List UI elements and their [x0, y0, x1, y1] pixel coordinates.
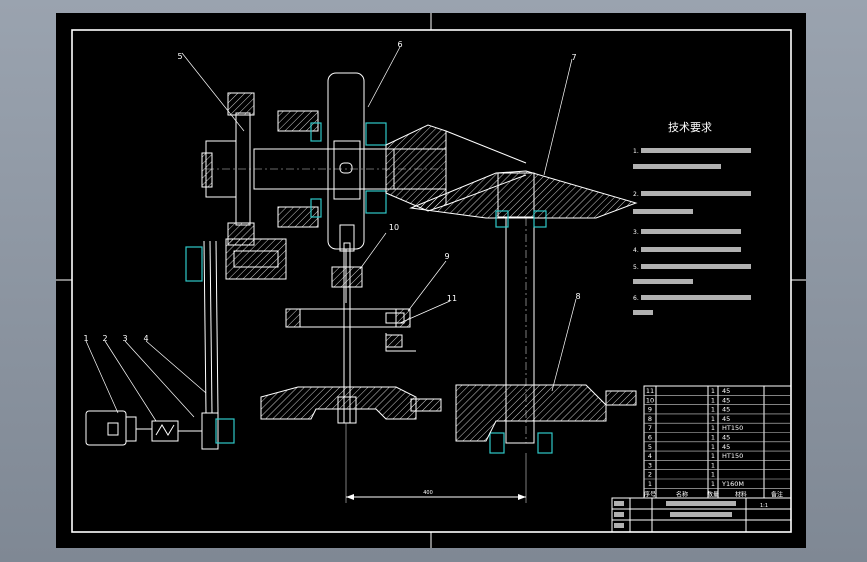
bom-cell-qty: 1	[711, 480, 715, 488]
balloon-10: 10	[389, 223, 399, 232]
bom-cell-material: 45	[722, 387, 730, 395]
bom-cell-qty: 1	[711, 406, 715, 414]
balloon-5: 5	[177, 52, 182, 61]
tech-req-4: 4.	[633, 247, 639, 254]
balloon-1: 1	[83, 334, 88, 343]
tech-req-title: 技术要求	[668, 121, 712, 134]
bom-cell-no: 2	[648, 471, 652, 479]
bom-header-qty: 数量	[707, 490, 719, 498]
bom-cell-material: 45	[722, 415, 730, 423]
bom-header-no: 序号	[644, 490, 656, 498]
bom-cell-no: 3	[648, 461, 652, 469]
tech-req-6: 6.	[633, 295, 639, 302]
bom-cell-no: 7	[648, 424, 652, 432]
bom-cell-material: 45	[722, 396, 730, 404]
large-gear	[327, 72, 387, 303]
bom-cell-qty: 1	[711, 461, 715, 469]
bom-cell-qty: 1	[711, 396, 715, 404]
bom-cell-material: HT150	[722, 452, 743, 460]
vertical-shaft	[455, 210, 637, 454]
technical-requirements: 技术要求 1. 2. 3. 4. 5. 6.	[633, 121, 751, 315]
bom-cell-qty: 1	[711, 434, 715, 442]
bom-cell-qty: 1	[711, 443, 715, 451]
bom-cell-qty: 1	[711, 424, 715, 432]
balloon-9: 9	[444, 252, 449, 261]
bom-header-name: 名称	[676, 490, 688, 498]
balloon-11: 11	[447, 294, 457, 303]
part-balloons: 5 6 7 10 9 11 8 1 2 3 4	[83, 40, 581, 422]
bom-cell-qty: 1	[711, 415, 715, 423]
balloon-2: 2	[102, 334, 107, 343]
balloon-7: 7	[571, 53, 576, 62]
bom-cell-qty: 1	[711, 387, 715, 395]
bom-cell-qty: 1	[711, 471, 715, 479]
bom-cell-material: Y160M	[721, 480, 744, 488]
bom-cell-material: HT150	[722, 424, 743, 432]
bom-cell-no: 9	[648, 406, 652, 414]
bom-cell-no: 5	[648, 443, 652, 451]
assembly-drawing: 400 5 6 7 10 9 11 8 1 2 3 4 技术要求 1. 2. 3…	[56, 13, 806, 548]
tech-req-3: 3.	[633, 229, 639, 236]
balloon-3: 3	[122, 334, 127, 343]
bom-cell-no: 6	[648, 434, 652, 442]
motor-belt-drive	[85, 240, 235, 450]
pulley-shaft-assembly	[185, 92, 446, 282]
drawing-sheet: 400 5 6 7 10 9 11 8 1 2 3 4 技术要求 1. 2. 3…	[56, 13, 806, 548]
dimension-text: 400	[423, 490, 433, 496]
bom-cell-no: 11	[646, 387, 654, 395]
bom-cell-qty: 1	[711, 452, 715, 460]
bom-cell-no: 4	[648, 452, 652, 460]
bom-cell-no: 8	[648, 415, 652, 423]
bom-cell-no: 1	[648, 480, 652, 488]
balloon-6: 6	[397, 40, 402, 49]
tech-req-1: 1.	[633, 148, 639, 155]
balloon-8: 8	[575, 292, 580, 301]
dimension-400: 400	[345, 423, 527, 503]
tech-req-5: 5.	[633, 264, 639, 271]
bom-cell-no: 10	[646, 396, 654, 404]
center-spindle	[260, 242, 442, 424]
title-block: 1:1	[611, 497, 792, 533]
bom-cell-material: 45	[722, 434, 730, 442]
bom-cell-material: 45	[722, 443, 730, 451]
scale-text: 1:1	[760, 503, 768, 509]
bom-header-material: 材料	[735, 490, 747, 498]
bom-cell-material: 45	[722, 406, 730, 414]
tech-req-2: 2.	[633, 191, 639, 198]
bom-header-remark: 备注	[771, 490, 783, 498]
balloon-4: 4	[143, 334, 148, 343]
